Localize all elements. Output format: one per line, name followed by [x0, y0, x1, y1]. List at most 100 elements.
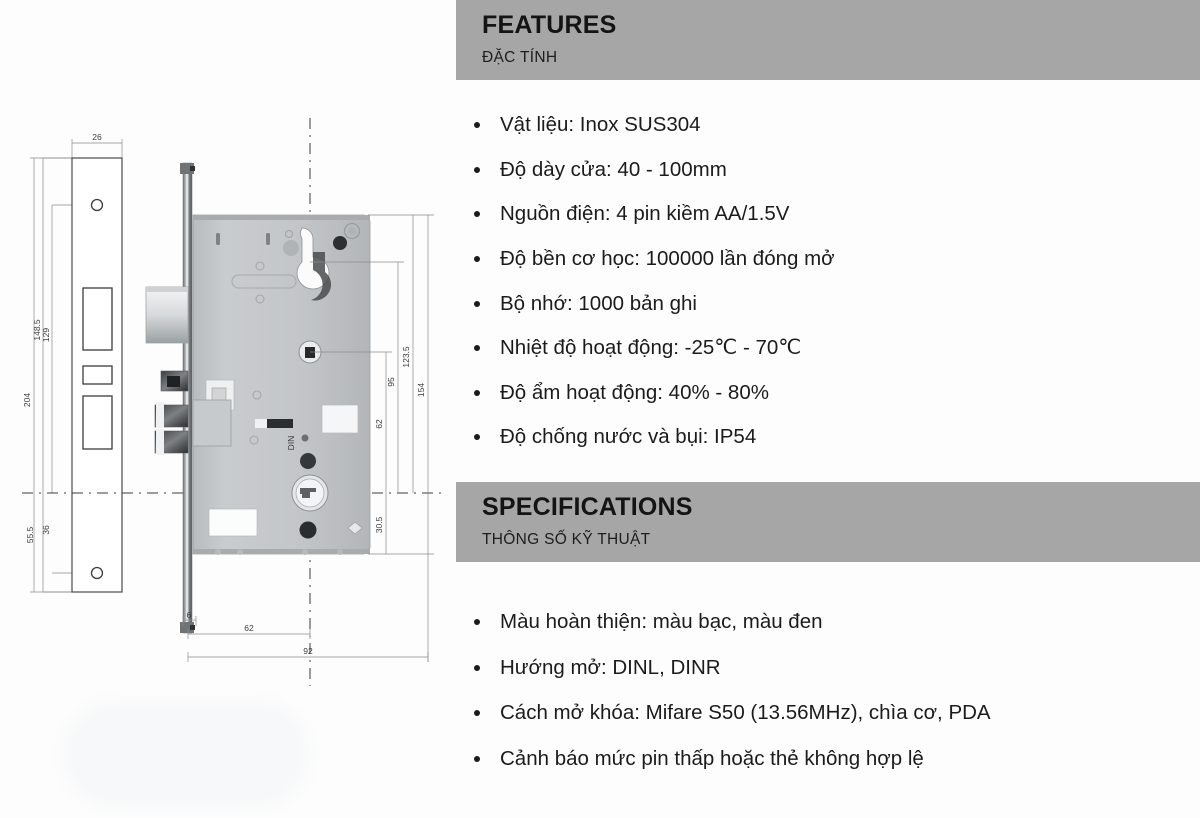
- list-item: Nhiệt độ hoạt động: -25℃ - 70℃: [456, 335, 1200, 361]
- case-hex-marker: [347, 521, 363, 535]
- list-item: Hướng mở: DINL, DINR: [456, 655, 1200, 681]
- features-title-en: FEATURES: [482, 11, 617, 39]
- auxiliary-bolt-2-side: [156, 402, 164, 428]
- specifications-title-vi: THÔNG SỐ KỸ THUẬT: [482, 530, 651, 548]
- list-item: Màu hoàn thiện: màu bạc, màu đen: [456, 609, 1200, 635]
- bullet-dot-icon: [474, 389, 480, 396]
- feature-text: Nhiệt độ hoạt động: -25℃ - 70℃: [500, 336, 802, 360]
- content-column: FEATURES ĐẶC TÍNH Vật liệu: Inox SUS304 …: [456, 0, 1200, 818]
- case-rivet-bc: [302, 549, 308, 555]
- case-ring-top-right-inner: [348, 227, 356, 235]
- features-list: Vật liệu: Inox SUS304 Độ dày cửa: 40 - 1…: [456, 112, 1200, 469]
- bullet-dot-icon: [474, 434, 480, 441]
- specifications-title-en: SPECIFICATIONS: [482, 493, 693, 521]
- dim-30-5: 30.5: [374, 516, 384, 533]
- specifications-section-header: SPECIFICATIONS THÔNG SỐ KỸ THUẬT: [456, 482, 1200, 563]
- dim-123-5: 123.5: [401, 346, 411, 368]
- case-top-rim: [193, 215, 370, 220]
- feature-text: Bộ nhớ: 1000 bản ghi: [500, 291, 697, 315]
- case-ring-top-right: [343, 222, 361, 240]
- bullet-dot-icon: [474, 300, 480, 307]
- list-item: Cảnh báo mức pin thấp hoặc thẻ không hợp…: [456, 746, 1200, 772]
- case-oblong-recess: [231, 274, 297, 289]
- case-screw-2: [255, 294, 265, 304]
- mortise-lock-drawing: 204 148.5 129 55.5 36 26: [22, 118, 446, 686]
- rail-tab-bottom: [180, 622, 194, 633]
- case-pin-hole: [301, 434, 309, 442]
- rail-tab-top: [180, 163, 194, 174]
- cylinder-side-boss: [283, 240, 299, 256]
- cylinder-small-hole: [285, 230, 293, 238]
- list-item: Vật liệu: Inox SUS304: [456, 112, 1200, 138]
- feature-text: Nguồn điện: 4 pin kiềm AA/1.5V: [500, 202, 790, 226]
- latch-bolt-top: [146, 287, 188, 292]
- feature-text: Độ chống nước và bụi: IP54: [500, 425, 757, 449]
- case-lever-slot: [255, 419, 293, 428]
- dim-95: 95: [386, 377, 396, 387]
- case-screw-3: [252, 390, 262, 400]
- case-bottom-rim: [193, 549, 370, 554]
- list-item: Nguồn điện: 4 pin kiềm AA/1.5V: [456, 201, 1200, 227]
- list-item: Độ ẩm hoạt động: 40% - 80%: [456, 380, 1200, 406]
- dim-204: 204: [22, 393, 32, 407]
- feature-text: Độ dày cửa: 40 - 100mm: [500, 157, 727, 181]
- list-item: Độ bền cơ học: 100000 lần đóng mở: [456, 246, 1200, 272]
- list-item: Độ chống nước và bụi: IP54: [456, 424, 1200, 450]
- feature-text: Vật liệu: Inox SUS304: [500, 113, 701, 136]
- feature-text: Độ bền cơ học: 100000 lần đóng mở: [500, 246, 835, 270]
- faceplate-deadbolt-cutout-large: [82, 395, 113, 450]
- technical-drawing-panel: 204 148.5 129 55.5 36 26: [0, 0, 456, 818]
- spec-text: Màu hoàn thiện: màu bạc, màu đen: [500, 610, 823, 633]
- list-item: Cách mở khóa: Mifare S50 (13.56MHz), chì…: [456, 700, 1200, 726]
- bullet-dot-icon: [474, 122, 480, 128]
- list-item: Độ dày cửa: 40 - 100mm: [456, 157, 1200, 183]
- spec-text: Hướng mở: DINL, DINR: [500, 655, 721, 679]
- case-rivet-bl: [215, 549, 221, 555]
- latch-bolt: [145, 286, 189, 344]
- faceplate-screw-hole-top: [90, 198, 104, 212]
- dim-6: 6: [187, 610, 192, 620]
- bullet-dot-icon: [474, 255, 480, 262]
- rail-screw-top: [190, 166, 195, 171]
- dim-55-5: 55.5: [25, 526, 35, 543]
- features-section-header: FEATURES ĐẶC TÍNH: [456, 0, 1200, 81]
- bullet-dot-icon: [474, 755, 480, 762]
- dim-62-backset: 62: [244, 623, 254, 633]
- spec-text: Cách mở khóa: Mifare S50 (13.56MHz), chì…: [500, 701, 991, 725]
- key-cylinder-keyway: [300, 488, 316, 498]
- case-slot-left: [216, 233, 220, 245]
- deadbolt-block: [192, 399, 232, 447]
- faceplate-deadbolt-cutout-small: [82, 365, 113, 385]
- features-title-vi: ĐẶC TÍNH: [482, 48, 558, 66]
- dim-148-5: 148.5: [32, 319, 42, 341]
- bullet-dot-icon: [474, 211, 480, 218]
- dim-36: 36: [41, 525, 51, 535]
- dim-154: 154: [416, 383, 426, 397]
- case-rivet-br: [337, 549, 343, 555]
- bullet-dot-icon: [474, 710, 480, 717]
- rail-highlight: [186, 163, 189, 633]
- faceplate-screw-hole-bottom: [90, 566, 104, 580]
- case-knob-lower: [299, 521, 317, 539]
- case-engraving: DIN: [286, 436, 296, 451]
- case-recess-right: [321, 404, 359, 434]
- spec-text: Cảnh báo mức pin thấp hoặc thẻ không hợp…: [500, 746, 924, 770]
- case-dark-hole-top: [333, 236, 347, 250]
- case-recess-lower-left: [208, 508, 258, 537]
- case-slot-mid: [266, 233, 270, 245]
- dim-26: 26: [92, 132, 102, 142]
- dim-129: 129: [41, 328, 51, 342]
- faceplate-latch-cutout: [82, 287, 113, 351]
- list-item: Bộ nhớ: 1000 bản ghi: [456, 291, 1200, 317]
- dim-92: 92: [303, 646, 313, 656]
- case-rivet-bl2: [237, 549, 243, 555]
- watermark-blob: [62, 700, 310, 808]
- feature-text: Độ ẩm hoạt động: 40% - 80%: [500, 380, 769, 404]
- spindle-square: [305, 347, 315, 358]
- case-lever-slot-light: [255, 419, 267, 428]
- bullet-dot-icon: [474, 664, 480, 671]
- case-knob-upper: [300, 453, 316, 469]
- specifications-list: Màu hoàn thiện: màu bạc, màu đen Hướng m…: [456, 609, 1200, 792]
- case-screw-1: [255, 261, 265, 271]
